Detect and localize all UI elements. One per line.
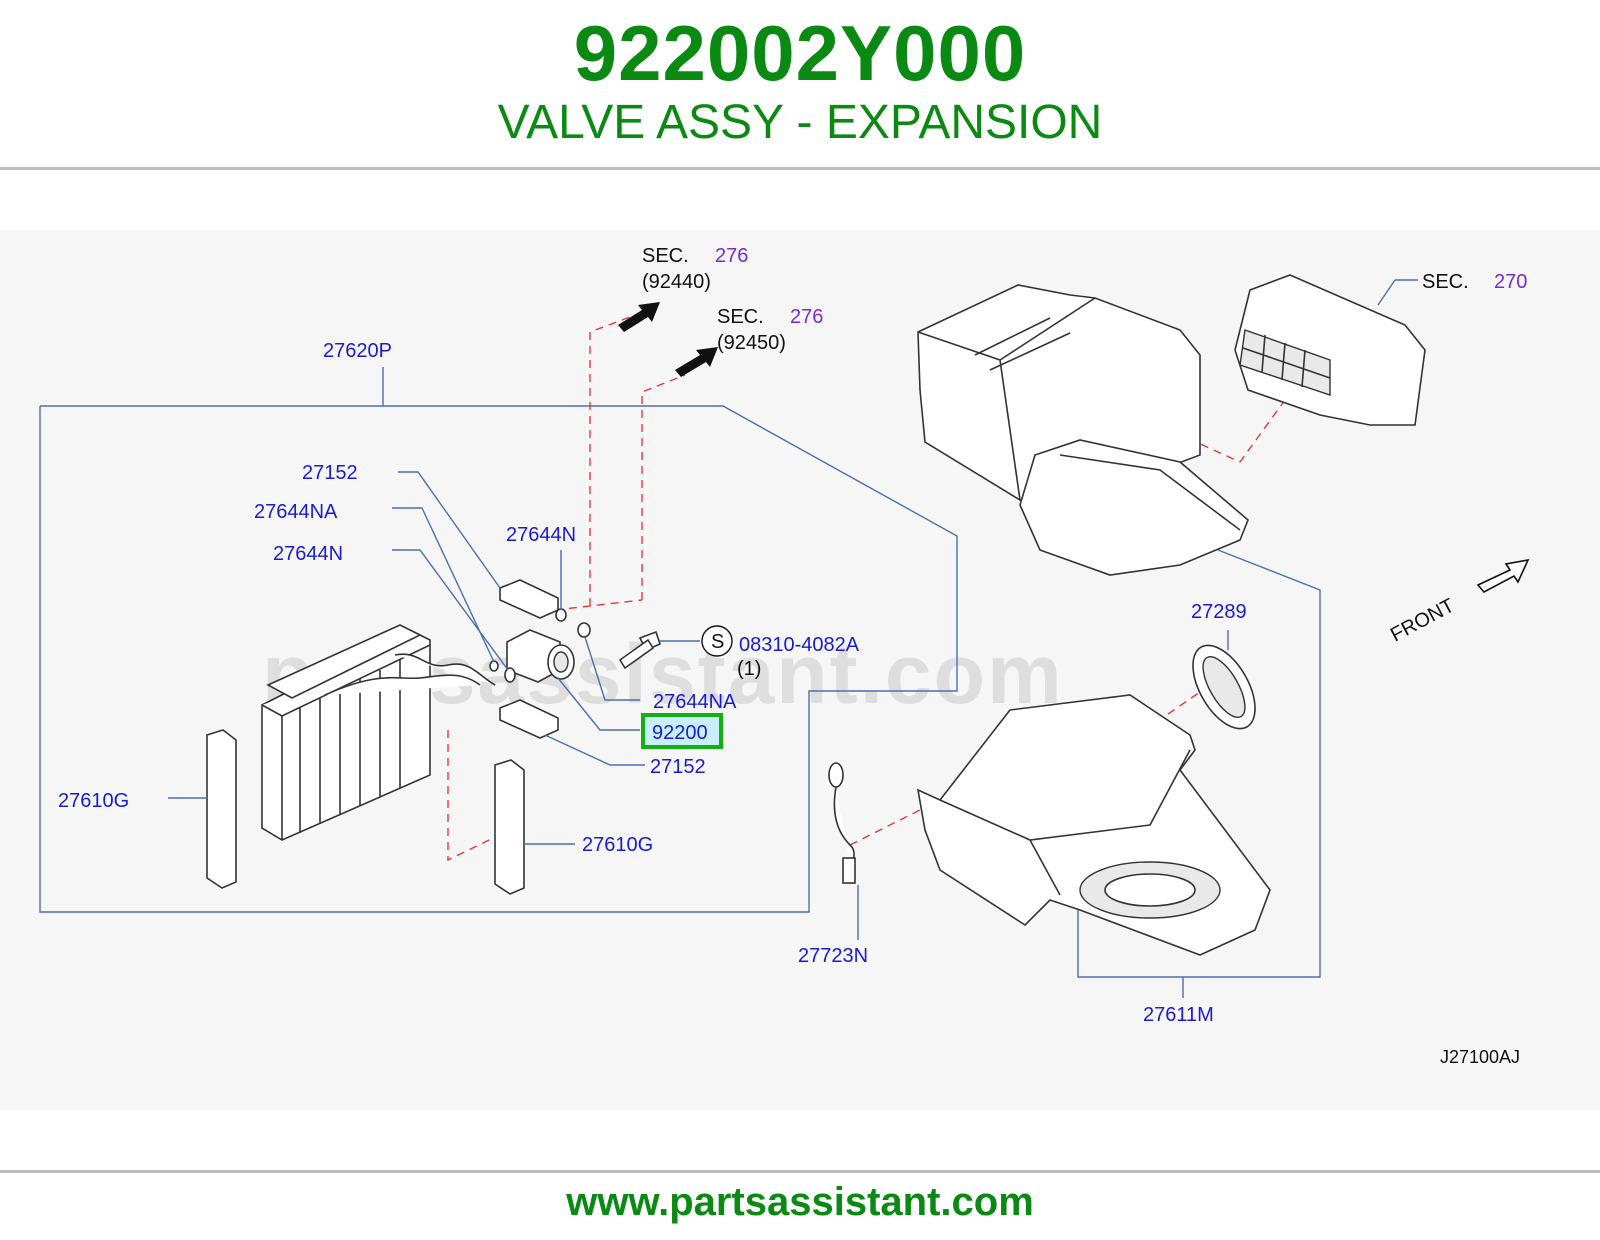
header-divider	[0, 167, 1600, 170]
heater-unit-drawing	[917, 274, 1426, 576]
bracket-27611M	[1077, 549, 1321, 978]
label-bolt-part: 08310-4082A	[739, 634, 860, 656]
foam-27152-bottom	[499, 699, 559, 739]
footer-divider	[0, 1170, 1600, 1173]
sec-prefix-270: SEC.	[1422, 271, 1469, 293]
assembly-frame	[39, 405, 958, 913]
seal-ring-27289	[1192, 644, 1256, 730]
dash-line-f	[849, 804, 931, 846]
bolt-08310-4082A	[618, 630, 661, 670]
leader-92200	[557, 677, 640, 731]
foam-27610G-left	[206, 729, 237, 889]
label-27644NA-right: 27644NA	[653, 691, 737, 713]
label-92200: 92200	[652, 722, 708, 744]
highlight-box-92200	[641, 713, 723, 749]
leader-sec-270b	[1377, 279, 1396, 306]
label-27723N: 27723N	[798, 945, 868, 967]
sensor-27723N	[828, 762, 856, 884]
label-27644N-mid: 27644N	[506, 524, 576, 546]
sec-prefix-b: SEC.	[717, 306, 764, 328]
label-27610G-left: 27610G	[58, 790, 129, 812]
label-27610G-right: 27610G	[582, 834, 653, 856]
sec-number-a: 276	[715, 245, 748, 267]
label-27611M: 27611M	[1143, 1004, 1214, 1026]
footer-url: www.partsassistant.com	[566, 1180, 1034, 1224]
o-ring-d	[504, 667, 516, 683]
s-circle-icon	[701, 625, 733, 657]
dash-line-c	[554, 599, 643, 611]
expansion-valve-92200	[506, 629, 575, 683]
sec-number-270: 270	[1494, 271, 1527, 293]
sec-prefix-a: SEC.	[642, 245, 689, 267]
leader-27152-top	[398, 471, 501, 589]
label-27644NA-top: 27644NA	[254, 501, 338, 523]
label-27289: 27289	[1191, 601, 1247, 623]
o-ring-b	[577, 622, 591, 638]
leader-27644NA-top	[392, 507, 495, 663]
sec-sub-a: (92440)	[642, 271, 711, 293]
front-label: FRONT	[1387, 595, 1458, 647]
foam-27610G-right	[494, 759, 525, 895]
label-bolt-qty: (1)	[737, 658, 761, 680]
label-27152-bottom: 27152	[650, 756, 706, 778]
dash-line-b	[641, 374, 686, 600]
dash-line-a	[589, 316, 631, 606]
label-27620P: 27620P	[323, 340, 392, 362]
leader-27644NA-right	[584, 636, 640, 701]
diagram-code: J27100AJ	[1440, 1047, 1520, 1067]
evaporator-drawing	[261, 624, 496, 841]
leader-27152-bottom	[544, 734, 645, 766]
diagram-canvas: partsassistant.com SEC. 276 (92440) SEC.…	[39, 245, 1530, 1067]
s-marker: S	[711, 631, 724, 653]
o-ring-c	[489, 660, 499, 672]
parts-diagram: partsassistant.com SEC. 276 (92440) SEC.…	[0, 230, 1600, 1110]
part-name-subtitle: VALVE ASSY - EXPANSION	[497, 96, 1103, 149]
foam-27152-top	[499, 579, 559, 619]
label-27152-top: 27152	[302, 462, 358, 484]
part-number-title: 922002Y000	[573, 9, 1027, 97]
arrow-sec-276-a	[618, 302, 660, 332]
sec-sub-b: (92450)	[717, 332, 786, 354]
lower-case-drawing	[916, 694, 1271, 956]
label-27644N-left: 27644N	[273, 543, 343, 565]
leader-27644N-left	[392, 549, 509, 671]
o-ring-a	[555, 608, 567, 622]
sec-number-b: 276	[790, 306, 823, 328]
front-arrow-icon	[1476, 558, 1530, 594]
arrow-sec-276-b	[675, 347, 718, 377]
